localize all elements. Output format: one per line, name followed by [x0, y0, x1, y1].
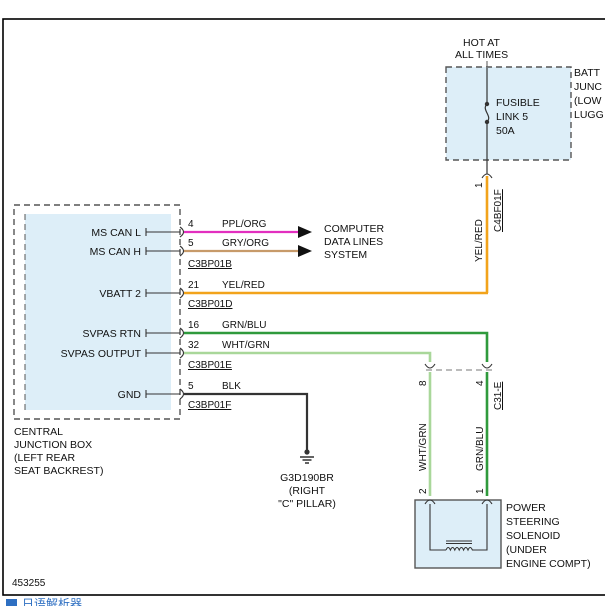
connector-arc [179, 388, 185, 400]
solenoid-pin-1: 1 [475, 488, 486, 494]
pin-label: 32 [188, 340, 200, 351]
terminal-label-vbatt2: VBATT 2 [99, 288, 141, 300]
ground-dot [304, 449, 310, 455]
central-junction-box-outer [13, 204, 181, 420]
computer-data-label-1: COMPUTER [324, 223, 385, 235]
solenoid-coil-icon [445, 546, 473, 552]
pin-label: 16 [188, 320, 200, 331]
wire-color-label: GRN/BLU [222, 320, 266, 331]
bottom-strip-label[interactable]: 日语解析器 [22, 597, 83, 606]
terminal-label-ms-can-h: MS CAN H [90, 246, 141, 258]
wire-grn-blu [184, 331, 489, 362]
terminal-label-svpas-rtn: SVPAS RTN [82, 328, 141, 340]
amp-label: 50A [496, 125, 515, 137]
central-box-title-4: SEAT BACKREST) [14, 465, 103, 477]
solenoid-label-1: POWER [506, 502, 546, 514]
batt-wire-color: YEL/RED [474, 219, 485, 262]
bottom-toolbar-strip: 日语解析器 [0, 597, 605, 606]
solenoid-internal-wire [472, 504, 488, 551]
solenoid-arc-right [481, 499, 493, 505]
solenoid-pin-2: 2 [418, 488, 429, 494]
ground-label-1: G3D190BR [280, 472, 334, 484]
battery-junction-box [445, 66, 572, 161]
connector-arc [179, 245, 185, 257]
solenoid-wire-right: GRN/BLU [475, 427, 486, 471]
batt-box-name-4: LUGG [574, 109, 604, 121]
c31e-pin-8: 8 [418, 380, 429, 386]
pin-label: 5 [188, 238, 194, 249]
terminal-label-ms-can-l: MS CAN L [91, 227, 141, 239]
solenoid-internal-wire [429, 504, 446, 551]
all-times-label: ALL TIMES [455, 49, 508, 61]
diagram-id: 453255 [12, 578, 46, 589]
connector-label: C3BP01B [188, 259, 232, 270]
c31e-arc-left [424, 363, 436, 369]
connector-arc [179, 226, 185, 238]
pin-label: 21 [188, 280, 200, 291]
solenoid-label-3: SOLENOID [506, 530, 561, 542]
central-box-title-2: JUNCTION BOX [14, 439, 92, 451]
computer-data-label-2: DATA LINES [324, 236, 383, 248]
pin-label: 5 [188, 381, 194, 392]
batt-box-name-3: (LOW [574, 95, 602, 107]
batt-connector-id: C4BF01F [493, 189, 504, 232]
app-icon [6, 599, 17, 606]
ground-icon [300, 456, 314, 464]
wire-wht-grn [184, 351, 432, 362]
central-box-title-3: (LEFT REAR [14, 452, 75, 464]
ground-label-3: "C" PILLAR) [278, 498, 336, 510]
connector-arc [179, 327, 185, 339]
batt-box-name-1: BATT [574, 67, 601, 79]
terminal-label-svpas-output: SVPAS OUTPUT [61, 348, 142, 360]
wire-color-label: PPL/ORG [222, 219, 267, 230]
connector-label: C3BP01E [188, 360, 232, 371]
wire-color-label: YEL/RED [222, 280, 265, 291]
central-junction-box [25, 214, 171, 410]
c31e-pin-4: 4 [475, 380, 486, 386]
connector-arc [179, 347, 185, 359]
hot-at-label: HOT AT [463, 37, 501, 49]
batt-box-name-2: JUNC [574, 81, 602, 93]
connector-label: C3BP01D [188, 299, 232, 310]
fusible-label: FUSIBLE [496, 97, 540, 109]
solenoid-arc-left [424, 499, 436, 505]
c31e-connector-id: C31-E [493, 381, 504, 410]
link-label: LINK 5 [496, 111, 528, 123]
solenoid-label-2: STEERING [506, 516, 560, 528]
terminal-label-gnd: GND [118, 389, 142, 401]
wire-color-label: WHT/GRN [222, 340, 270, 351]
arrow-icon [298, 226, 312, 238]
wire-blk-ground [184, 392, 309, 452]
computer-data-label-3: SYSTEM [324, 249, 367, 261]
ground-label-2: (RIGHT [289, 485, 326, 497]
solenoid-label-4: (UNDER [506, 544, 547, 556]
solenoid-wire-left: WHT/GRN [418, 423, 429, 471]
batt-pin-number: 1 [474, 182, 485, 188]
solenoid-label-5: ENGINE COMPT) [506, 558, 591, 570]
batt-connector-symbol [481, 173, 493, 179]
pin-label: 4 [188, 219, 194, 230]
c31e-arc-right [481, 363, 493, 369]
arrow-icon [298, 245, 312, 257]
wire-color-label: BLK [222, 381, 241, 392]
power-steering-solenoid-box [414, 499, 502, 569]
connector-arc [179, 287, 185, 299]
wire-color-label: GRY/ORG [222, 238, 269, 249]
central-box-title-1: CENTRAL [14, 426, 63, 438]
connector-label: C3BP01F [188, 400, 231, 411]
